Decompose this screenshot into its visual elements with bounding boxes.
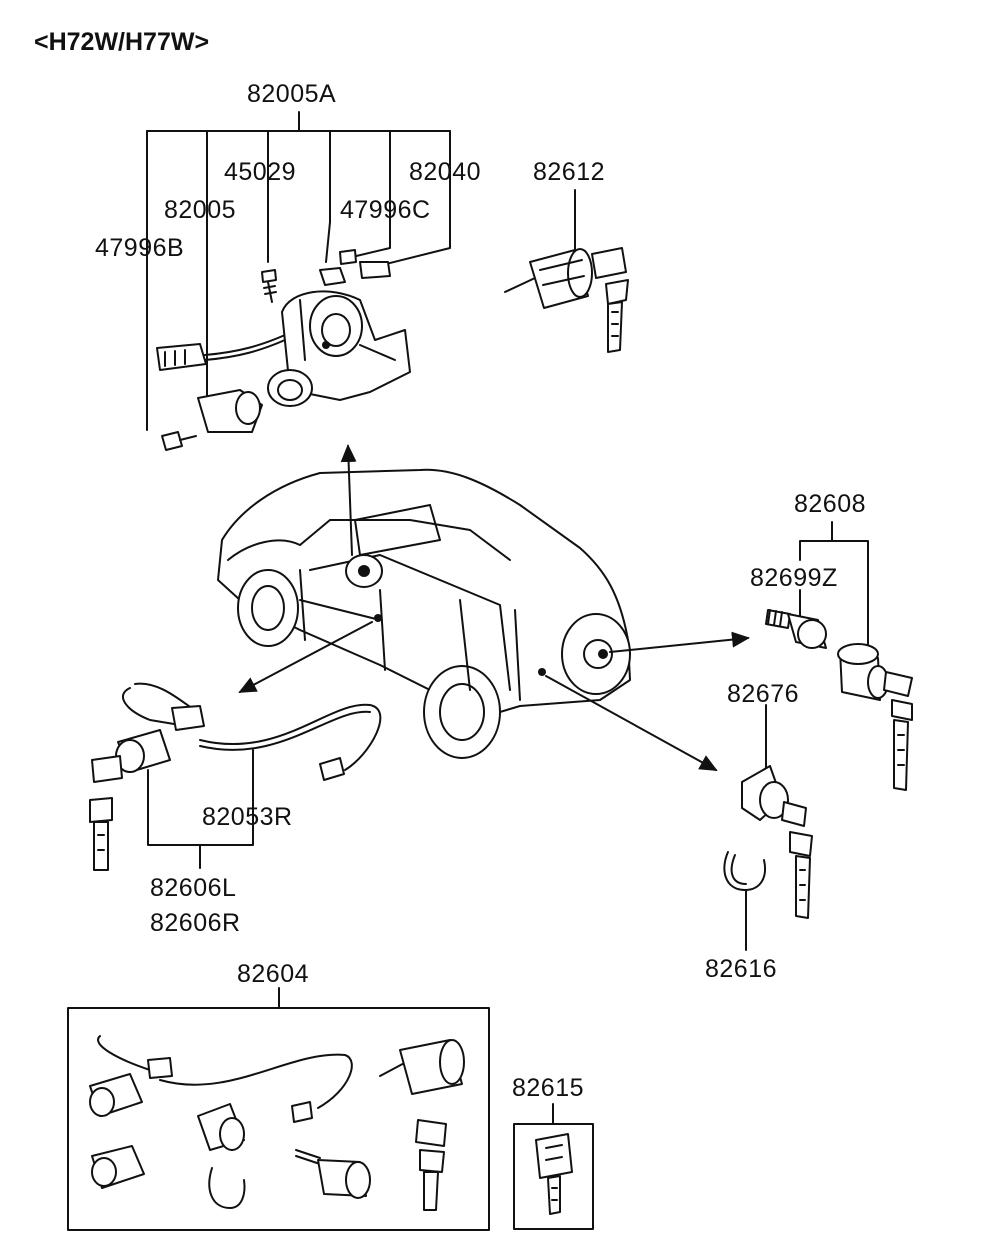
label-82615: 82615 [512,1074,585,1102]
cylinder-82612 [504,247,629,353]
direction-arrows [238,444,750,771]
label-45029: 45029 [224,158,297,186]
ignition-switch-assembly [156,249,411,451]
label-82699Z: 82699Z [750,564,838,592]
label-82676: 82676 [727,680,800,708]
label-82040: 82040 [409,158,482,186]
label-82005: 82005 [164,196,237,224]
label-82604: 82604 [237,960,310,988]
label-82616: 82616 [705,955,778,983]
cylinder-82608-group [765,521,913,791]
label-82606R: 82606R [150,909,241,937]
label-82053R: 82053R [202,803,293,831]
door-lock-82606 [89,682,382,871]
label-82005A: 82005A [247,80,337,108]
label-82612: 82612 [533,158,606,186]
label-82606L: 82606L [150,874,237,902]
key-82615 [513,1103,594,1230]
label-47996B: 47996B [95,234,185,262]
clip-82616 [723,851,766,951]
vehicle-outline [217,468,631,759]
lock-82676 [741,704,813,919]
label-47996C: 47996C [340,196,431,224]
kit-82604 [67,987,490,1231]
leader-lines-82005A [146,111,576,431]
label-82608: 82608 [794,490,867,518]
model-code-header: <H72W/H77W> [34,28,210,56]
